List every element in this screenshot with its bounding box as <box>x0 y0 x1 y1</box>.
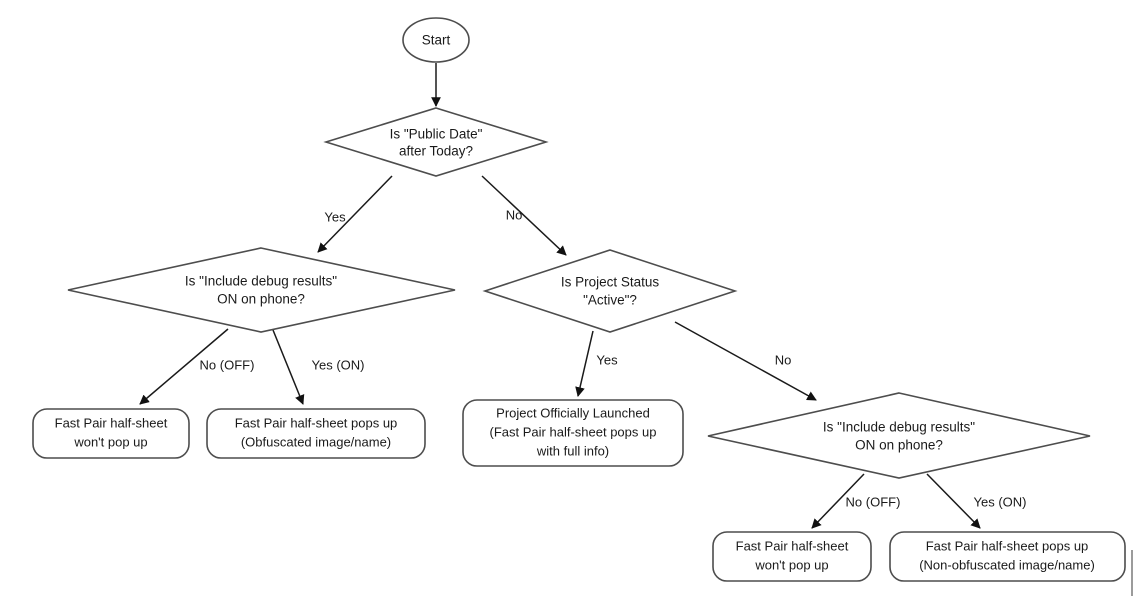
node-decision-debug-right[interactable]: Is "Include debug results" ON on phone? <box>707 392 1091 479</box>
result-right-no-line1: Fast Pair half-sheet <box>736 538 849 553</box>
edge-line <box>674 321 817 401</box>
decision-project-status-line1: Is Project Status <box>561 275 660 290</box>
edge-line <box>575 330 594 397</box>
edge-debug-right-yes: Yes (ON) <box>926 473 1027 529</box>
edge-line <box>317 175 393 253</box>
edge-label-debug-right-yes: Yes (ON) <box>974 494 1027 509</box>
result-left-no-line2: won't pop up <box>73 434 147 449</box>
node-decision-debug-left[interactable]: Is "Include debug results" ON on phone? <box>67 247 456 333</box>
start-label: Start <box>422 33 451 48</box>
result-right-no-line2: won't pop up <box>754 557 828 572</box>
node-result-right-no[interactable]: Fast Pair half-sheet won't pop up <box>712 531 872 582</box>
decision-debug-left-shape <box>67 247 456 333</box>
result-right-yes-line2: (Non-obfuscated image/name) <box>919 557 1095 572</box>
edge-artifact <box>1131 550 1133 596</box>
result-right-yes-shape <box>889 531 1126 582</box>
result-launched-line1: Project Officially Launched <box>496 405 650 420</box>
decision-public-date-line2: after Today? <box>399 144 473 159</box>
edge-label-project-status-yes: Yes <box>596 352 618 367</box>
node-decision-public-date[interactable]: Is "Public Date" after Today? <box>323 107 549 177</box>
node-result-right-yes[interactable]: Fast Pair half-sheet pops up (Non-obfusc… <box>889 531 1126 582</box>
decision-debug-right-shape <box>707 392 1091 479</box>
edge-debug-left-yes: Yes (ON) <box>272 329 365 405</box>
decision-project-status-shape <box>482 249 738 333</box>
decision-debug-right-line2: ON on phone? <box>855 438 943 453</box>
edge-project-status-yes: Yes <box>575 330 618 397</box>
result-launched-line3: with full info) <box>536 443 609 458</box>
edge-public-date-no: No <box>481 175 567 256</box>
edge-line <box>272 329 305 405</box>
edge-label-debug-right-no: No (OFF) <box>846 494 901 509</box>
edge-line <box>139 328 229 405</box>
edge-project-status-no: No <box>674 321 817 401</box>
decision-public-date-shape <box>323 107 549 177</box>
node-result-left-yes[interactable]: Fast Pair half-sheet pops up (Obfuscated… <box>206 408 426 459</box>
result-left-yes-line2: (Obfuscated image/name) <box>241 434 391 449</box>
decision-debug-left-line1: Is "Include debug results" <box>185 274 337 289</box>
edge-public-date-yes: Yes <box>317 175 393 253</box>
decision-project-status-line2: "Active"? <box>583 293 637 308</box>
result-left-no-shape <box>32 408 190 459</box>
edge-line <box>811 473 865 529</box>
start-ellipse-shape <box>402 17 470 63</box>
edge-label-project-status-no: No <box>775 352 792 367</box>
result-right-yes-line1: Fast Pair half-sheet pops up <box>926 538 1089 553</box>
node-start[interactable]: Start <box>402 17 470 63</box>
result-launched-line2: (Fast Pair half-sheet pops up <box>490 424 657 439</box>
edge-label-public-date-no: No <box>506 207 523 222</box>
result-launched-shape <box>462 399 684 467</box>
decision-debug-right-line1: Is "Include debug results" <box>823 420 975 435</box>
result-left-yes-shape <box>206 408 426 459</box>
edge-line <box>926 473 981 529</box>
result-right-no-shape <box>712 531 872 582</box>
node-result-launched[interactable]: Project Officially Launched (Fast Pair h… <box>462 399 684 467</box>
node-result-left-no[interactable]: Fast Pair half-sheet won't pop up <box>32 408 190 459</box>
edge-label-debug-left-no: No (OFF) <box>200 357 255 372</box>
decision-public-date-line1: Is "Public Date" <box>390 127 483 142</box>
decision-debug-left-line2: ON on phone? <box>217 292 305 307</box>
edge-debug-left-no: No (OFF) <box>139 328 255 405</box>
node-decision-project-status[interactable]: Is Project Status "Active"? <box>482 249 738 333</box>
edge-line <box>481 175 567 256</box>
edge-label-public-date-yes: Yes <box>324 209 346 224</box>
edge-debug-right-no: No (OFF) <box>811 473 901 529</box>
result-left-no-line1: Fast Pair half-sheet <box>55 415 168 430</box>
result-left-yes-line1: Fast Pair half-sheet pops up <box>235 415 398 430</box>
edge-label-debug-left-yes: Yes (ON) <box>312 357 365 372</box>
